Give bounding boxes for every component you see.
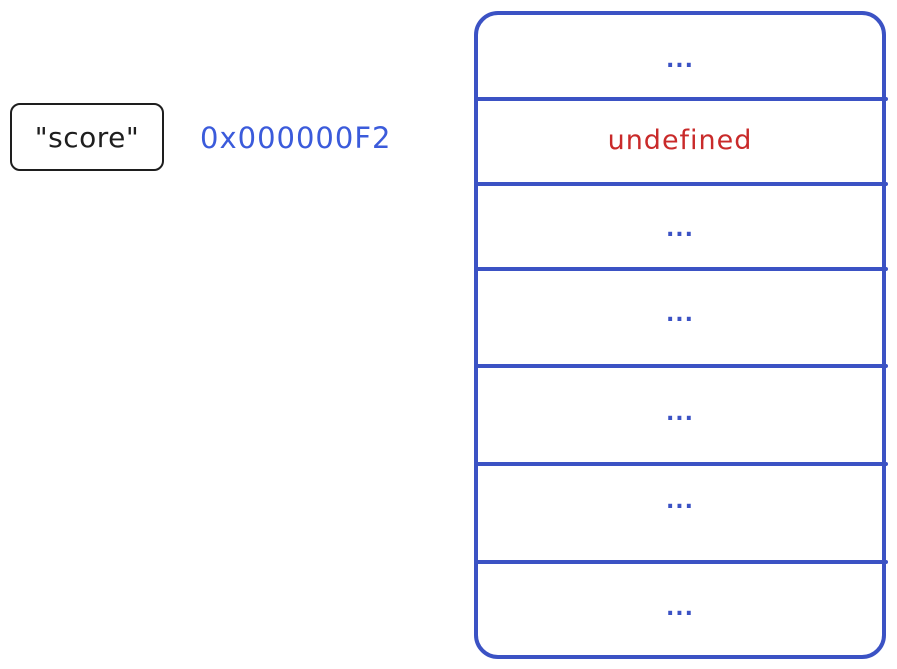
memory-cell-3: ... (665, 302, 695, 327)
memory-cell-6: ... (665, 596, 695, 621)
memory-divider (474, 560, 888, 564)
memory-divider (474, 364, 888, 368)
key-label-box: "score" (10, 103, 164, 171)
key-label: "score" (34, 120, 140, 154)
memory-divider (474, 97, 888, 101)
memory-cell-0: ... (665, 48, 695, 73)
memory-divider (474, 462, 888, 466)
memory-cell-1-undefined: undefined (607, 125, 753, 156)
memory-cell-5: ... (665, 489, 695, 514)
memory-cell-4: ... (665, 401, 695, 426)
memory-cell-2: ... (665, 217, 695, 242)
memory-divider (474, 182, 888, 186)
memory-divider (474, 267, 888, 271)
memory-block (474, 11, 886, 659)
memory-address: 0x000000F2 (200, 121, 392, 155)
